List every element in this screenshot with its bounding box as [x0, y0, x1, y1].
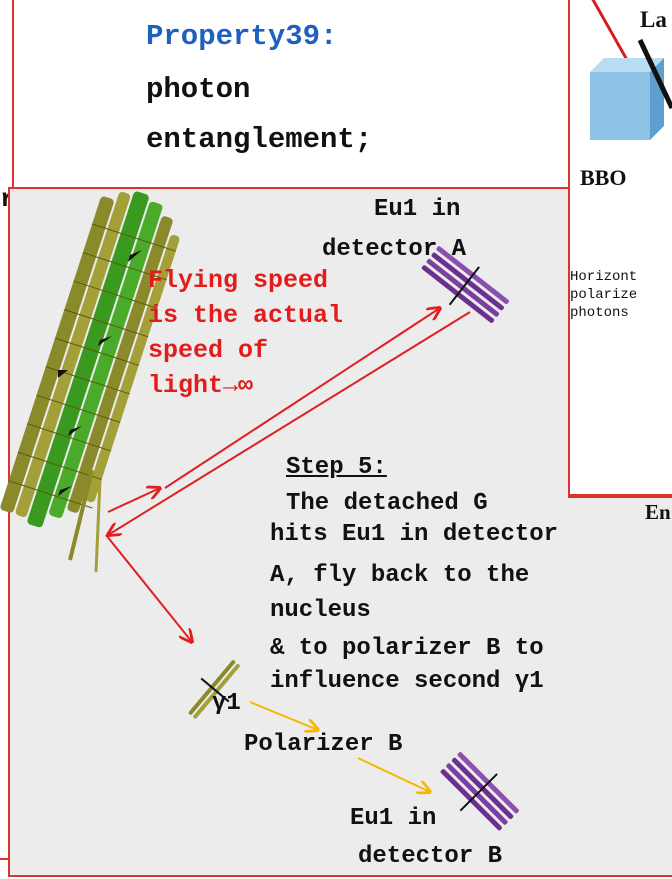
title-line-3: entanglement;	[146, 123, 373, 156]
step-line-2: hits Eu1 in detector	[270, 521, 559, 548]
inset-panel-fill	[570, 187, 672, 496]
eu1-detector-a-glyph	[421, 246, 509, 323]
arrow-to-gamma1	[105, 534, 192, 642]
arrow-back-from-detector-a	[108, 311, 471, 535]
gamma1-label: γ1	[212, 690, 241, 717]
bbo-crystal-top	[590, 58, 664, 72]
flying-speed-line-1: Flying speed	[148, 266, 329, 295]
inset-bottom-fragment-overlay: En	[645, 500, 671, 524]
polarizer-b-label: Polarizer B	[244, 731, 403, 758]
step-line-6: influence second γ1	[270, 668, 544, 695]
flying-speed-line-2: is the actual	[148, 301, 344, 330]
nucleus-bundle	[0, 191, 180, 573]
title-property: Property39:	[146, 20, 338, 53]
arrow-gamma1-to-polarizer	[249, 701, 318, 730]
eu1-detector-a-label-1: Eu1 in	[374, 196, 461, 223]
step-title: Step 5:	[286, 454, 387, 481]
inset-bottom-border	[568, 494, 672, 496]
inset-horizontal-line-1-overlay: Horizont	[570, 269, 638, 285]
step-line-4: nucleus	[270, 597, 371, 624]
eu1-detector-b-label-2: detector B	[358, 843, 503, 870]
inset-panel-overlay	[568, 0, 672, 498]
eu1-detector-a-label-2: detector A	[322, 236, 467, 263]
eu1-detector-b-glyph	[440, 752, 519, 831]
inset-laser-fragment: La	[640, 7, 667, 32]
inset-bbo-label: BBO	[580, 165, 627, 190]
title-line-2: photon	[146, 73, 251, 106]
step-line-3: A, fly back to the	[270, 562, 530, 589]
step-line-5: & to polarizer B to	[270, 635, 544, 662]
arrow-to-detector-a	[164, 308, 440, 489]
step-line-1: The detached G	[286, 490, 488, 517]
flying-speed-line-3: speed of	[148, 336, 269, 365]
inset-horizontal-line-3-overlay: photons	[570, 305, 629, 321]
gamma1-glyph	[188, 660, 240, 719]
bbo-crystal-front	[590, 72, 650, 140]
arrow-polarizer-to-detector-b	[357, 757, 430, 792]
eu1-detector-b-label-1: Eu1 in	[350, 805, 437, 832]
arrow-small-red	[107, 488, 160, 513]
inset-horizontal-line-2-overlay: polarize	[570, 287, 638, 303]
flying-speed-line-4: light→∞	[148, 371, 254, 400]
